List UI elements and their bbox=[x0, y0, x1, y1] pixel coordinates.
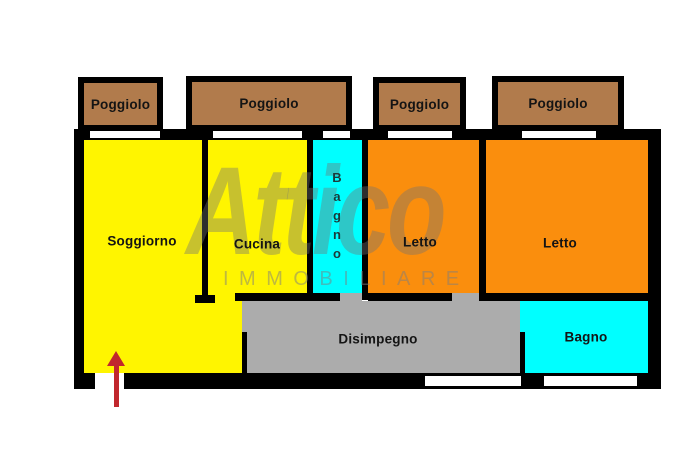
wall-disimpegno-bagno bbox=[520, 332, 525, 373]
room-letto-1 bbox=[368, 140, 479, 300]
room-bagno bbox=[520, 300, 648, 373]
balcony-3: Poggiolo bbox=[373, 77, 466, 131]
wall-left bbox=[74, 129, 84, 389]
wall-top bbox=[74, 129, 661, 140]
wall-cucina-bottom bbox=[235, 293, 313, 301]
entrance-arrow-head bbox=[107, 351, 125, 366]
wall-letto-2-bottom bbox=[486, 293, 648, 301]
label-soggiorno: Soggiorno bbox=[107, 233, 177, 249]
watermark-subtitle: IMMOBILIARE bbox=[223, 268, 470, 290]
window-letto-1 bbox=[388, 131, 452, 138]
label-letto-2: Letto bbox=[543, 235, 577, 251]
wall-cucina-bagno-small bbox=[307, 140, 313, 300]
room-soggiorno-lower-strip bbox=[202, 293, 242, 373]
balcony-4: Poggiolo bbox=[492, 76, 624, 131]
balcony-2-label: Poggiolo bbox=[239, 96, 299, 111]
room-letto-2 bbox=[486, 140, 648, 293]
entrance-arrow-shaft bbox=[114, 364, 119, 407]
wall-right bbox=[648, 129, 661, 389]
balcony-4-label: Poggiolo bbox=[528, 96, 588, 111]
wall-bagno-small-bottom bbox=[313, 293, 340, 301]
wall-strip-disimpegno bbox=[242, 332, 247, 373]
wall-letto-1-letto-2 bbox=[479, 140, 486, 301]
room-bagno-small bbox=[313, 140, 362, 300]
label-letto-1: Letto bbox=[403, 234, 437, 250]
wall-cap-soggiorno-cucina bbox=[195, 295, 215, 303]
label-bagno-small: Bagno bbox=[332, 170, 342, 261]
door-bagno-small bbox=[340, 293, 362, 302]
window-soggiorno bbox=[90, 131, 160, 138]
window-cucina bbox=[213, 131, 302, 138]
room-cucina bbox=[208, 140, 307, 301]
balcony-3-label: Poggiolo bbox=[389, 96, 450, 112]
window-bagno bbox=[544, 376, 637, 386]
room-soggiorno bbox=[84, 140, 202, 373]
window-letto-2 bbox=[522, 131, 596, 138]
window-bagno-small bbox=[323, 131, 350, 138]
label-disimpegno: Disimpegno bbox=[338, 331, 418, 347]
watermark-brand: Attico bbox=[186, 142, 447, 281]
balcony-1-label: Poggiolo bbox=[90, 96, 151, 112]
label-bagno: Bagno bbox=[564, 329, 608, 345]
balcony-2: Poggiolo bbox=[186, 76, 352, 131]
room-disimpegno bbox=[242, 301, 520, 373]
door-letto-1 bbox=[452, 293, 479, 302]
wall-soggiorno-cucina bbox=[202, 140, 208, 303]
wall-letto-1-bottom bbox=[368, 293, 452, 301]
label-cucina: Cucina bbox=[233, 236, 281, 252]
balcony-1: Poggiolo bbox=[78, 77, 163, 131]
wall-bagno-small-letto-1 bbox=[362, 140, 368, 300]
window-disimpegno bbox=[425, 376, 521, 386]
entrance-door-opening bbox=[95, 373, 124, 389]
